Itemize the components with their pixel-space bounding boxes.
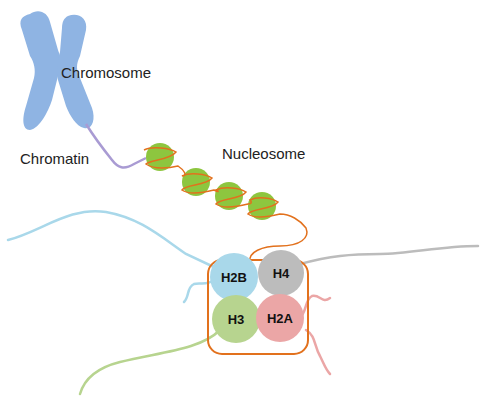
histone-label: H3: [228, 312, 245, 327]
chromatin-fiber: [86, 124, 146, 167]
histone-label: H2A: [267, 311, 293, 326]
histone-circle: H3: [212, 295, 260, 343]
dna-coil: [144, 148, 307, 262]
histone-label: H4: [273, 266, 290, 281]
histone-circle: H2A: [256, 294, 304, 342]
histone-label: H2B: [221, 270, 247, 285]
part-label: Chromosome: [61, 64, 151, 81]
histone-tails: [8, 211, 478, 394]
histone-circle: H4: [258, 250, 304, 296]
histone-circle: H2B: [210, 253, 258, 301]
part-label: Nucleosome: [222, 145, 305, 162]
part-label: Chromatin: [20, 150, 89, 167]
